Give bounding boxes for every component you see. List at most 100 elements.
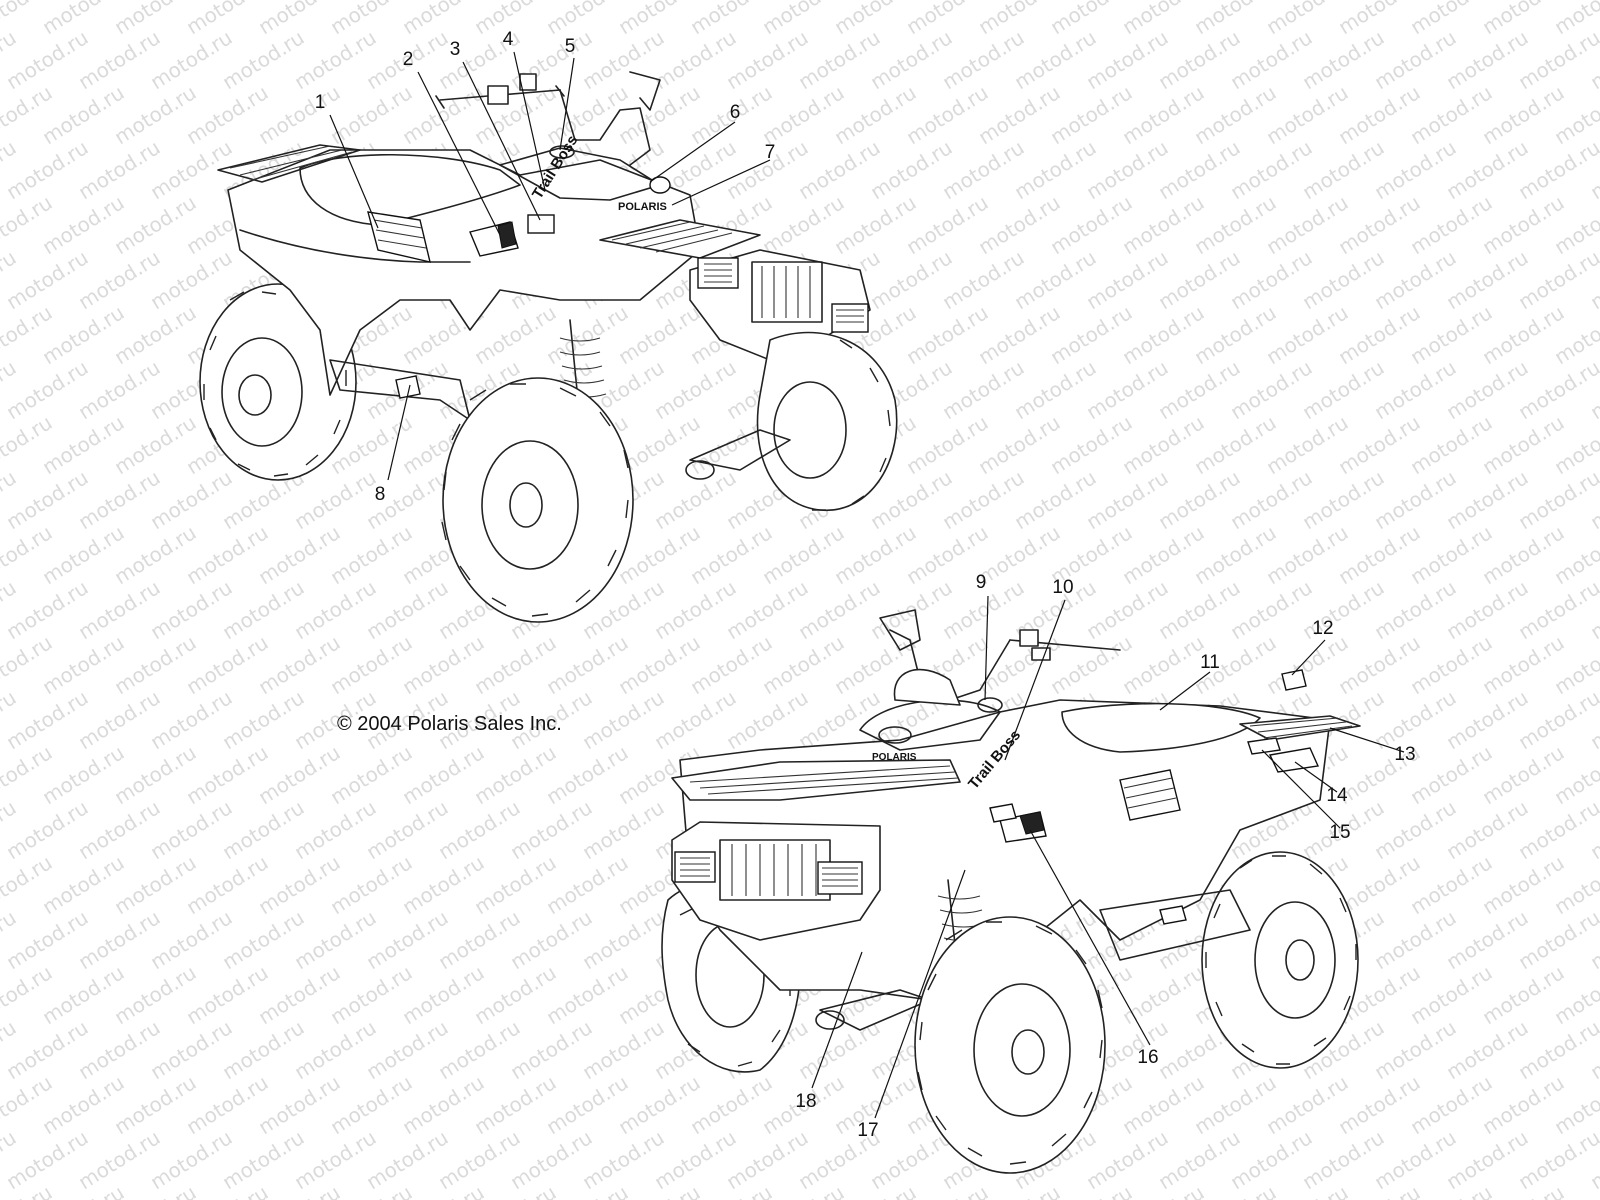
watermark-text: motod.ru	[1118, 410, 1209, 479]
watermark-text: motod.ru	[1262, 80, 1353, 149]
watermark-text: motod.ru	[1298, 465, 1389, 534]
watermark-text: motod.ru	[1442, 25, 1533, 94]
watermark-text: motod.ru	[1154, 465, 1245, 534]
watermark-text: motod.ru	[254, 960, 345, 1029]
watermark-text: motod.ru	[218, 905, 309, 974]
atv-bottom-rear-wheel	[1201, 851, 1359, 1069]
watermark-text: motod.ru	[542, 740, 633, 809]
watermark-text: motod.ru	[902, 80, 993, 149]
callout-leader-12	[1291, 639, 1326, 676]
watermark-text: motod.ru	[182, 1070, 273, 1139]
watermark-text: motod.ru	[650, 575, 741, 644]
watermark-text: motod.ru	[1370, 1125, 1461, 1194]
watermark-text: motod.ru	[578, 25, 669, 94]
watermark-text: motod.ru	[398, 80, 489, 149]
watermark-text: motod.ru	[542, 960, 633, 1029]
watermark-text: motod.ru	[1442, 135, 1533, 204]
callout-leader-4	[513, 51, 546, 191]
watermark-text: motod.ru	[290, 1125, 381, 1194]
watermark-text: motod.ru	[1082, 25, 1173, 94]
watermark-text: motod.ru	[1478, 80, 1569, 149]
watermark-text: motod.ru	[974, 300, 1065, 369]
watermark-text: motod.ru	[1298, 25, 1389, 94]
watermark-text: motod.ru	[362, 795, 453, 864]
watermark-text: motod.ru	[722, 1125, 813, 1194]
watermark-text: motod.ru	[38, 1070, 129, 1139]
watermark-text: motod.ru	[758, 520, 849, 589]
callout-leader-1	[329, 114, 379, 229]
watermark-text: motod.ru	[38, 410, 129, 479]
watermark-text: motod.ru	[2, 905, 93, 974]
atv-top-rear-left-wheel	[199, 283, 357, 481]
decal-8-footwell	[395, 375, 421, 399]
watermark-text: motod.ru	[74, 25, 165, 94]
callout-label-6: 6	[730, 102, 741, 123]
watermark-text: motod.ru	[470, 1070, 561, 1139]
callout-leader-18	[811, 951, 863, 1089]
watermark-text: motod.ru	[2, 135, 93, 204]
watermark-text: motod.ru	[290, 905, 381, 974]
watermark-text: motod.ru	[146, 1015, 237, 1084]
watermark-text: motod.ru	[866, 575, 957, 644]
watermark-text: motod.ru	[254, 1070, 345, 1139]
watermark-text: motod.ru	[686, 1070, 777, 1139]
watermark-text: motod.ru	[1010, 245, 1101, 314]
watermark-text: motod.ru	[542, 630, 633, 699]
watermark-text: motod.ru	[182, 740, 273, 809]
watermark-text: motod.ru	[38, 80, 129, 149]
watermark-text: motod.ru	[794, 25, 885, 94]
watermark-text: motod.ru	[686, 520, 777, 589]
watermark-text: motod.ru	[1154, 245, 1245, 314]
watermark-text: motod.ru	[110, 630, 201, 699]
watermark-text: motod.ru	[578, 795, 669, 864]
watermark-text: motod.ru	[1334, 190, 1425, 259]
watermark-text: motod.ru	[38, 740, 129, 809]
watermark-text: motod.ru	[830, 190, 921, 259]
decal-6-round	[649, 176, 671, 194]
watermark-text: motod.ru	[74, 1125, 165, 1194]
watermark-text: motod.ru	[1046, 300, 1137, 369]
watermark-text: motod.ru	[1370, 1015, 1461, 1084]
watermark-text: motod.ru	[326, 630, 417, 699]
watermark-text: motod.ru	[1046, 190, 1137, 259]
watermark-text: motod.ru	[974, 190, 1065, 259]
watermark-text: motod.ru	[2, 465, 93, 534]
watermark-text: motod.ru	[1190, 410, 1281, 479]
watermark-text: motod.ru	[758, 190, 849, 259]
watermark-text: motod.ru	[38, 300, 129, 369]
callout-label-13: 13	[1394, 744, 1415, 765]
watermark-text: motod.ru	[1370, 135, 1461, 204]
watermark-text: motod.ru	[1118, 300, 1209, 369]
watermark-text: motod.ru	[290, 795, 381, 864]
watermark-text: motod.ru	[434, 795, 525, 864]
decal-2-3-warning	[469, 214, 555, 257]
watermark-text: motod.ru	[902, 410, 993, 479]
watermark-text: motod.ru	[1478, 300, 1569, 369]
watermark-text: motod.ru	[614, 1070, 705, 1139]
watermark-text: motod.ru	[1406, 850, 1497, 919]
watermark-text: motod.ru	[830, 80, 921, 149]
watermark-text: motod.ru	[1118, 520, 1209, 589]
callout-leader-6	[649, 121, 736, 183]
callout-leader-13	[1329, 727, 1405, 753]
watermark-text: motod.ru	[1226, 355, 1317, 424]
watermark-text: motod.ru	[578, 685, 669, 754]
watermark-text: motod.ru	[794, 575, 885, 644]
watermark-text: motod.ru	[1334, 410, 1425, 479]
atv-front-left-view: POLARIS Trail Boss	[661, 609, 1361, 1174]
watermark-text: motod.ru	[614, 80, 705, 149]
watermark-text: motod.ru	[1010, 135, 1101, 204]
watermark-text: motod.ru	[398, 960, 489, 1029]
watermark-text: motod.ru	[1406, 410, 1497, 479]
watermark-text: motod.ru	[110, 410, 201, 479]
watermark-text: motod.ru	[1442, 795, 1533, 864]
watermark-text: motod.ru	[362, 575, 453, 644]
watermark-text: motod.ru	[938, 355, 1029, 424]
watermark-text: motod.ru	[506, 905, 597, 974]
watermark-text: motod.ru	[1154, 575, 1245, 644]
watermark-text: motod.ru	[470, 630, 561, 699]
watermark-text: motod.ru	[758, 630, 849, 699]
watermark-text: motod.ru	[470, 960, 561, 1029]
